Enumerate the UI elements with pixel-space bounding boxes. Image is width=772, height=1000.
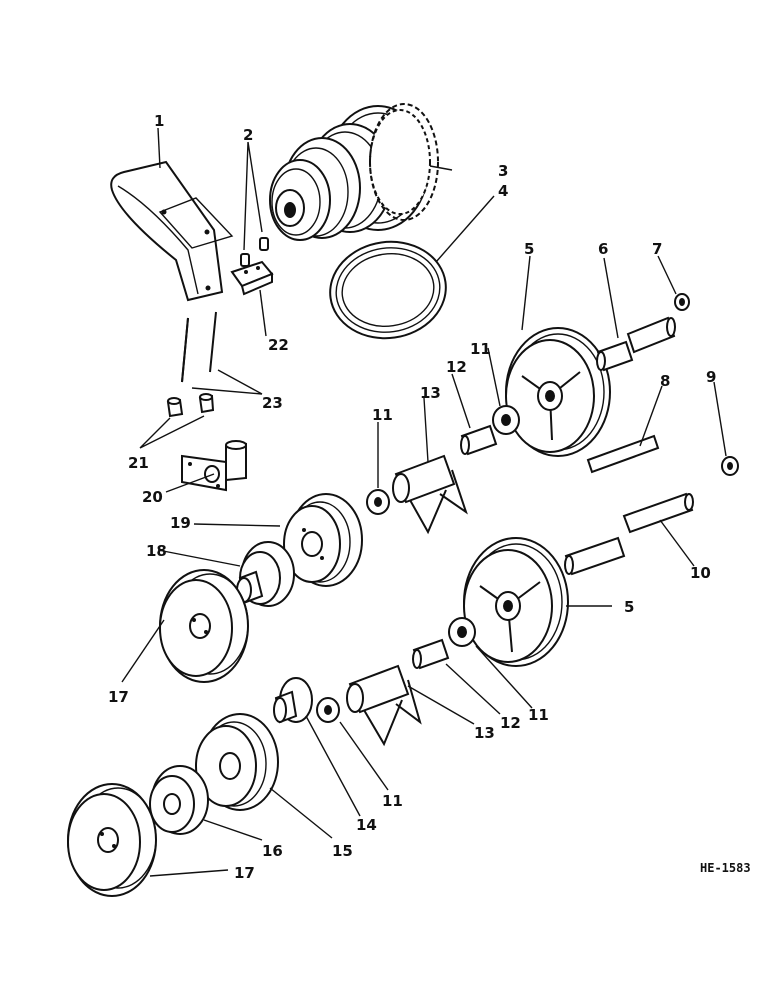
lower-idler-arm-part xyxy=(346,664,422,747)
callout-16: 16 xyxy=(262,842,283,860)
callout-5-upper: 5 xyxy=(524,240,534,258)
pins-part xyxy=(166,393,215,418)
lower-sheave-part xyxy=(195,713,279,811)
callout-22: 22 xyxy=(268,336,289,354)
callout-7: 7 xyxy=(652,240,662,258)
callout-11-lower-left: 11 xyxy=(382,792,403,810)
lower-pulley-part xyxy=(463,537,569,667)
callout-1: 1 xyxy=(154,112,164,130)
upper-shaft-part xyxy=(596,316,676,372)
lower-hub-part xyxy=(149,765,209,835)
callout-13-upper: 13 xyxy=(420,384,441,402)
callout-6: 6 xyxy=(598,240,608,258)
upper-spacer-part xyxy=(460,424,498,456)
callout-labels: 1 2 3 4 5 6 7 22 23 11 12 13 11 8 9 21 2… xyxy=(108,112,751,882)
callout-20: 20 xyxy=(142,488,163,506)
rods-part xyxy=(181,311,217,383)
callout-10: 10 xyxy=(690,564,711,582)
callout-2: 2 xyxy=(243,126,253,144)
upper-pulley-part xyxy=(505,327,611,457)
callout-8: 8 xyxy=(660,372,670,390)
callout-19: 19 xyxy=(170,514,191,532)
callout-11-upper-left: 11 xyxy=(372,406,393,424)
callout-12-upper: 12 xyxy=(446,358,467,376)
belt-shield-part xyxy=(110,160,234,302)
double-sheave-part xyxy=(283,493,363,587)
drive-sheave-part xyxy=(269,103,439,241)
callout-4: 4 xyxy=(498,182,508,200)
callout-17-upper: 17 xyxy=(108,688,129,706)
callout-15: 15 xyxy=(332,842,353,860)
callout-11-upper-right: 11 xyxy=(470,340,491,358)
callout-18: 18 xyxy=(146,542,167,560)
v-belt-part xyxy=(329,240,447,340)
callout-21: 21 xyxy=(128,454,149,472)
callout-23: 23 xyxy=(262,394,283,412)
callout-14: 14 xyxy=(356,816,377,834)
callout-13-lower: 13 xyxy=(474,724,495,742)
guide-rod-part xyxy=(586,434,660,474)
drawing-code: HE-1583 xyxy=(700,861,751,875)
lower-shaft-part xyxy=(564,492,694,576)
callout-5-lower: 5 xyxy=(624,598,634,616)
callout-3: 3 xyxy=(498,162,508,180)
callout-11-lower-right: 11 xyxy=(528,706,549,724)
callout-17-lower: 17 xyxy=(234,864,255,882)
flange-hub-part xyxy=(273,677,313,724)
clamp-block-part xyxy=(230,260,274,296)
callout-12-lower: 12 xyxy=(500,714,521,732)
lower-spacer-part xyxy=(412,638,450,670)
leader-lines xyxy=(121,127,727,877)
set-screws-part xyxy=(240,237,269,267)
hub-part xyxy=(236,541,295,607)
upper-idler-arm-part xyxy=(392,454,468,535)
callout-9: 9 xyxy=(706,368,716,386)
lower-large-pulley-part xyxy=(67,783,157,897)
upper-large-pulley-part xyxy=(159,569,249,683)
